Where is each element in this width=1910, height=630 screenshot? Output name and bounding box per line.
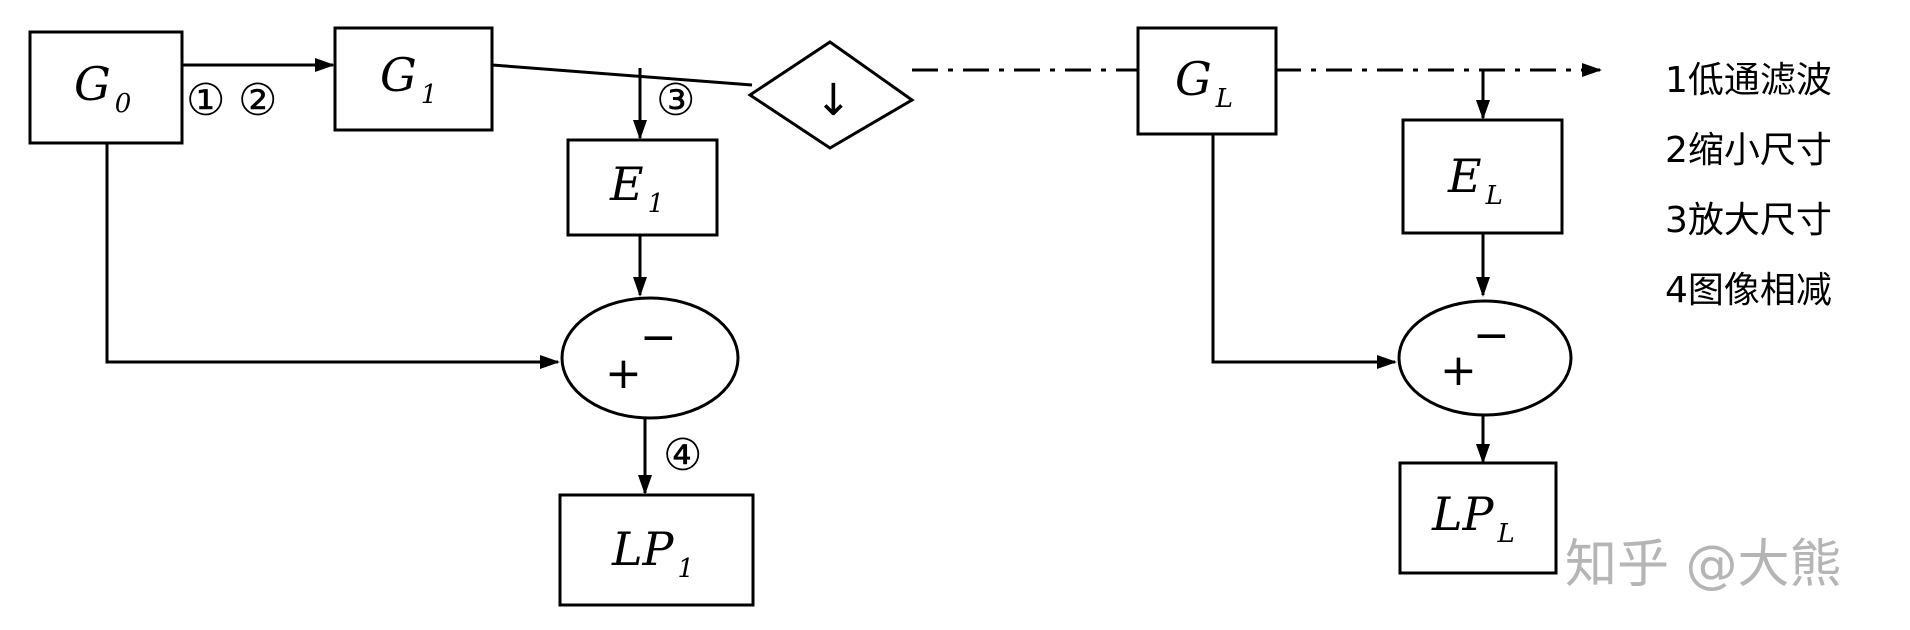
step-marker-1: ①	[186, 75, 225, 126]
svg-text:E1: E1	[609, 157, 664, 219]
block-e1-sub: 1	[648, 189, 665, 219]
svg-text:LP1: LP1	[611, 522, 694, 584]
block-e1-main: E	[609, 157, 644, 211]
block-g0-main: G	[74, 57, 111, 111]
svg-text:LPL: LPL	[1431, 487, 1515, 549]
arrow-g0-to-adder1	[105, 143, 560, 369]
adder-1-minus: −	[640, 312, 677, 363]
legend-item-4: 4图像相减	[1665, 270, 1832, 311]
adder-l-plus: +	[1440, 345, 1477, 396]
legend-item-1: 1低通滤波	[1665, 60, 1832, 101]
legend-item-2: 2缩小尺寸	[1665, 130, 1832, 171]
adder-l: + −	[1397, 299, 1573, 417]
step-marker-2: ②	[238, 75, 277, 126]
legend-item-3: 3放大尺寸	[1665, 200, 1832, 241]
watermark: 知乎 @大熊	[1565, 535, 1842, 595]
block-g1-main: G	[380, 48, 417, 102]
adder-l-minus: −	[1473, 310, 1510, 361]
block-el-main: E	[1447, 149, 1482, 203]
legend: 1低通滤波 2缩小尺寸 3放大尺寸 4图像相减	[1665, 60, 1832, 311]
block-lpl-main: LP	[1431, 487, 1495, 541]
svg-text:GL: GL	[1175, 52, 1233, 114]
adder-1-plus: +	[605, 348, 642, 399]
block-el-sub: L	[1485, 181, 1503, 211]
block-lp1-main: LP	[611, 522, 675, 576]
block-g0-sub: 0	[115, 89, 132, 119]
step-marker-3: ③	[656, 75, 695, 126]
arrow-gl-to-adderl	[1211, 134, 1397, 369]
adder-1: + −	[560, 296, 740, 420]
svg-text:G1: G1	[380, 48, 437, 110]
block-g1-sub: 1	[421, 80, 438, 110]
svg-text:EL: EL	[1447, 149, 1503, 211]
block-gl-main: G	[1175, 52, 1212, 106]
block-lp1-sub: 1	[678, 554, 695, 584]
step-marker-4: ④	[663, 430, 702, 481]
downsample-diamond: ↓	[747, 40, 915, 150]
block-lpl-sub: L	[1497, 519, 1515, 549]
downsample-arrow-icon: ↓	[815, 75, 852, 126]
svg-text:G0: G0	[74, 57, 131, 119]
block-gl-sub: L	[1215, 84, 1233, 114]
line-g1-to-downsample	[491, 63, 753, 87]
